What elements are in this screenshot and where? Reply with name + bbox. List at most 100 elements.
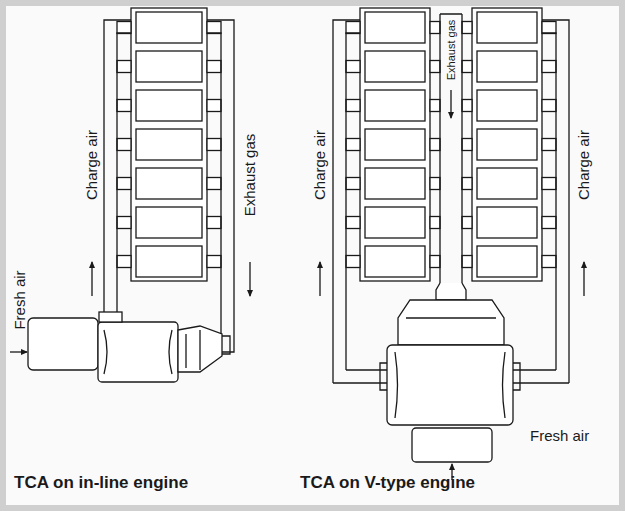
port [430,178,440,190]
port [346,61,360,73]
port [542,61,556,73]
port [346,256,360,268]
port [542,256,556,268]
port [207,22,221,34]
port [117,256,131,268]
flow-arrow [91,262,92,296]
port [430,22,440,34]
air-filter [412,428,492,462]
cylinder [477,90,537,121]
block-outline [360,8,430,281]
port [430,139,440,151]
port [542,217,556,229]
cylinder [365,246,425,277]
flow-arrow [249,262,250,296]
turbine-housing [398,300,504,345]
port [462,22,472,34]
port [462,256,472,268]
port [542,22,556,34]
cylinder [477,207,537,238]
compressor-housing [387,345,513,425]
port [462,61,472,73]
flow-label: Fresh air [12,270,29,329]
flow-arrow [10,351,27,352]
exhaust-pipe [207,33,222,338]
compressor-detail [380,352,520,418]
port [462,100,472,112]
cylinder [136,12,202,43]
port [430,61,440,73]
charge-air-pipe [104,20,131,312]
charge-air-pipe [346,33,360,370]
caption-label: TCA on in-line engine [14,474,188,493]
flow-label: Charge air [84,130,101,200]
port [462,217,472,229]
flow-label: Charge air [576,130,593,200]
port [207,61,221,73]
cylinder [365,168,425,199]
cylinder-block [462,8,556,281]
cylinder-block [117,8,221,281]
cylinder [365,51,425,82]
flow-label: Exhaust gas [242,134,259,217]
cylinder-block [346,8,440,281]
port [207,100,221,112]
port [207,217,221,229]
port [430,100,440,112]
port [117,178,131,190]
caption-label: TCA on V-type engine [300,474,475,493]
port [207,178,221,190]
compressor-outlet [99,312,122,322]
charge-air-pipe [542,33,556,370]
charge-air-pipe [117,33,131,312]
port [117,217,131,229]
cylinder [477,246,537,277]
cylinder [136,246,202,277]
charge-air-pipe [542,20,569,383]
port [542,178,556,190]
port [346,22,360,34]
flow-arrow [583,262,584,296]
compressor-detail [104,330,172,374]
exhaust-pipe [440,14,462,283]
charge-air-pipe [333,370,387,383]
port [462,139,472,151]
block-outline [472,8,542,281]
cylinder [365,207,425,238]
port [462,178,472,190]
charge-air-pipe [333,20,360,383]
port [117,61,131,73]
cylinder [365,90,425,121]
turbine-inlet [436,283,466,300]
cylinder [136,168,202,199]
port [430,217,440,229]
cylinder [365,12,425,43]
port [346,100,360,112]
port [117,139,131,151]
charge-air-pipe [513,370,569,383]
port [207,256,221,268]
turbine-detail [406,317,496,318]
cylinder [136,207,202,238]
flow-label: Charge air [312,130,329,200]
block-outline [131,8,207,281]
port [207,139,221,151]
cylinder [136,129,202,160]
air-filter [28,318,98,370]
cylinder [477,129,537,160]
flow-arrow [319,262,320,296]
turbine-detail [186,330,230,370]
cylinder [136,90,202,121]
cylinder [477,12,537,43]
port [430,256,440,268]
port [542,139,556,151]
panel [6,6,619,505]
port [346,139,360,151]
flow-arrow [450,90,451,118]
cylinder [365,129,425,160]
port [346,217,360,229]
cylinder [477,51,537,82]
cylinder [477,168,537,199]
port [542,100,556,112]
port [346,178,360,190]
